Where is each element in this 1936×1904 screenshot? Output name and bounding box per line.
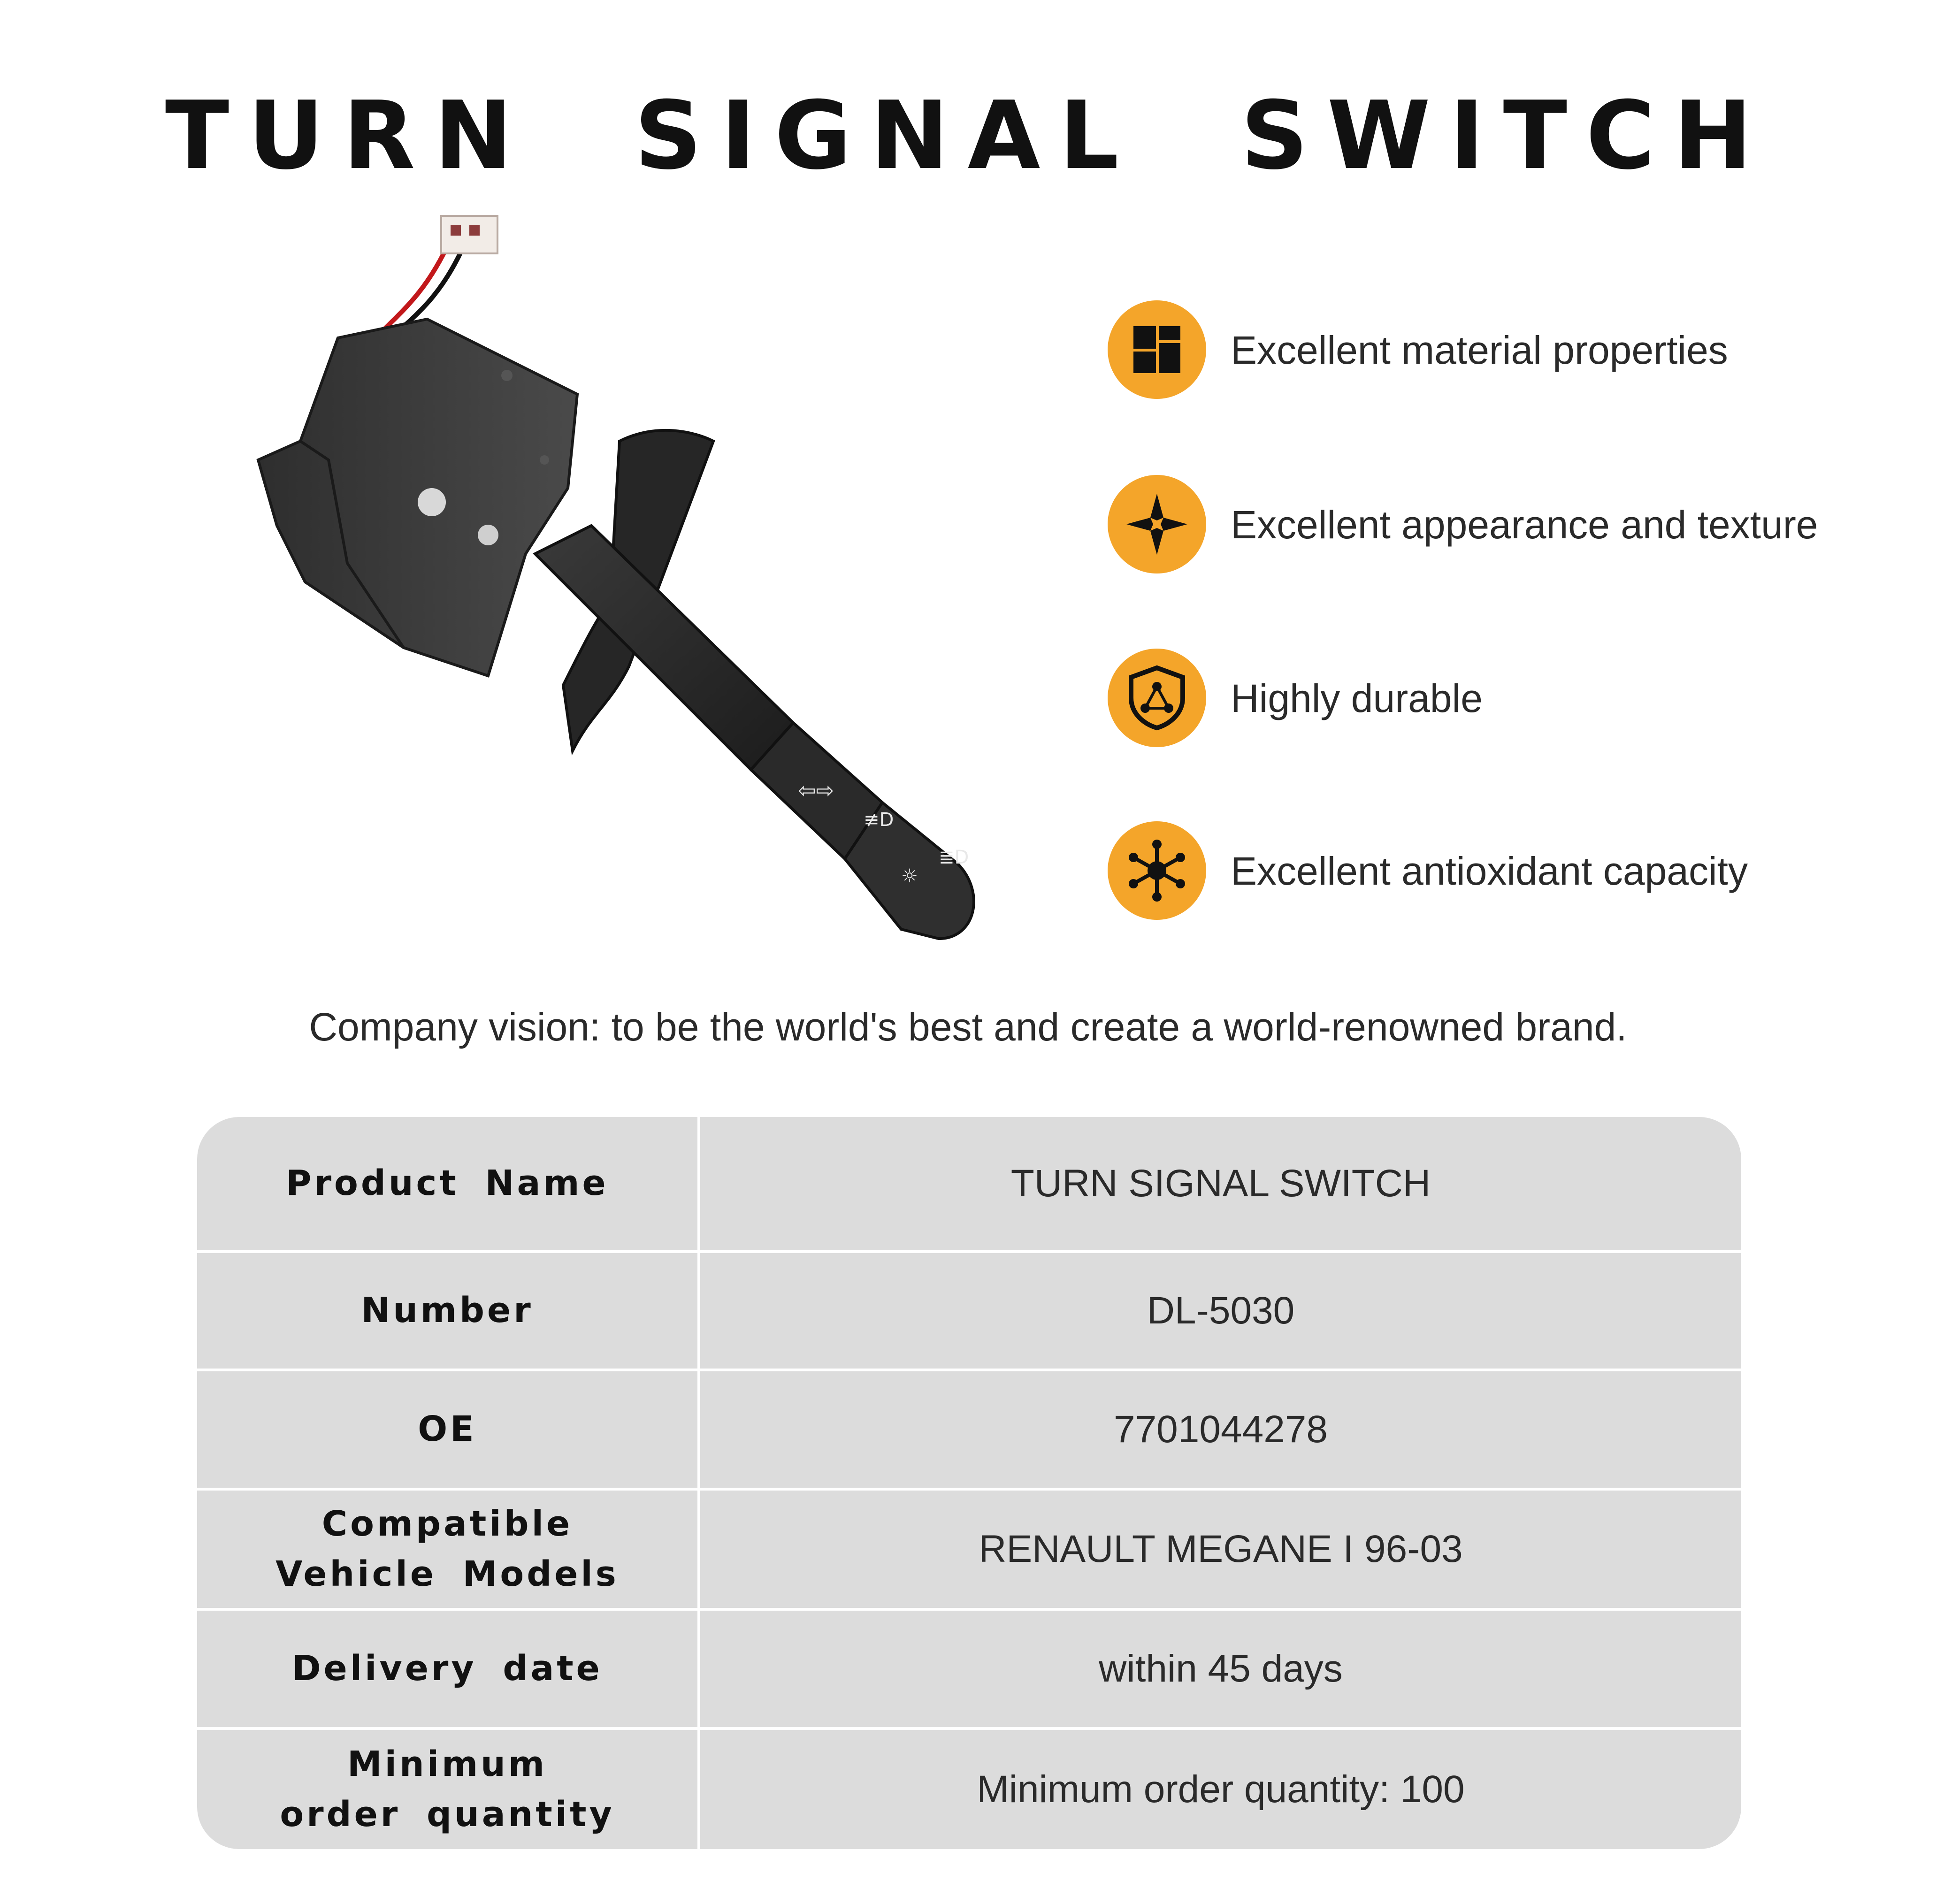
spec-key: Product Name [197,1117,700,1250]
feature-label: Excellent antioxidant capacity [1231,849,1748,893]
spec-table: Product Name TURN SIGNAL SWITCH Number D… [197,1117,1741,1849]
spec-key: Number [197,1253,700,1369]
shield-network-icon [1108,649,1206,747]
svg-text:≣D: ≣D [939,847,969,868]
feature-item: Excellent material properties [1108,300,1859,399]
material-blocks-icon [1108,300,1206,399]
spec-key-line: order quantity [280,1794,615,1835]
svg-text:☼: ☼ [901,865,918,887]
table-row: OE 7701044278 [197,1371,1741,1491]
product-image: ⇦⇨ ≢D ☼ ≣D [256,215,975,941]
feature-label: Highly durable [1231,676,1483,720]
spec-key-line: Compatible [321,1503,573,1544]
spec-value: Minimum order quantity: 100 [977,1768,1465,1811]
feature-item: Excellent appearance and texture [1108,475,1859,573]
spec-value: 7701044278 [1113,1408,1328,1451]
spec-value: RENAULT MEGANE I 96-03 [979,1528,1463,1570]
spec-key-line: Vehicle Models [275,1554,619,1594]
company-vision: Company vision: to be the world's best a… [309,1005,1627,1049]
spec-key: OE [197,1371,700,1488]
spec-value: TURN SIGNAL SWITCH [1010,1162,1431,1205]
table-row: Number DL-5030 [197,1253,1741,1371]
table-row: Delivery date within 45 days [197,1611,1741,1730]
feature-item: Highly durable [1108,649,1859,747]
table-row: Compatible Vehicle Models RENAULT MEGANE… [197,1491,1741,1611]
spec-key: Minimum order quantity [197,1730,700,1849]
diamond-arrows-icon [1108,475,1206,573]
feature-label: Excellent appearance and texture [1231,503,1818,547]
svg-text:≢D: ≢D [864,809,894,831]
feature-label: Excellent material properties [1231,328,1728,372]
page-title: TURN SIGNAL SWITCH [165,81,1771,191]
svg-text:⇦⇨: ⇦⇨ [798,778,834,803]
spec-key: Compatible Vehicle Models [197,1491,700,1608]
spec-value: DL-5030 [1147,1289,1295,1332]
spec-key: Delivery date [197,1611,700,1727]
table-row: Product Name TURN SIGNAL SWITCH [197,1117,1741,1253]
spec-key-line: Minimum [347,1743,547,1784]
table-row: Minimum order quantity Minimum order qua… [197,1730,1741,1849]
spec-value: within 45 days [1099,1647,1343,1690]
feature-item: Excellent antioxidant capacity [1108,821,1859,920]
molecule-icon [1108,821,1206,920]
